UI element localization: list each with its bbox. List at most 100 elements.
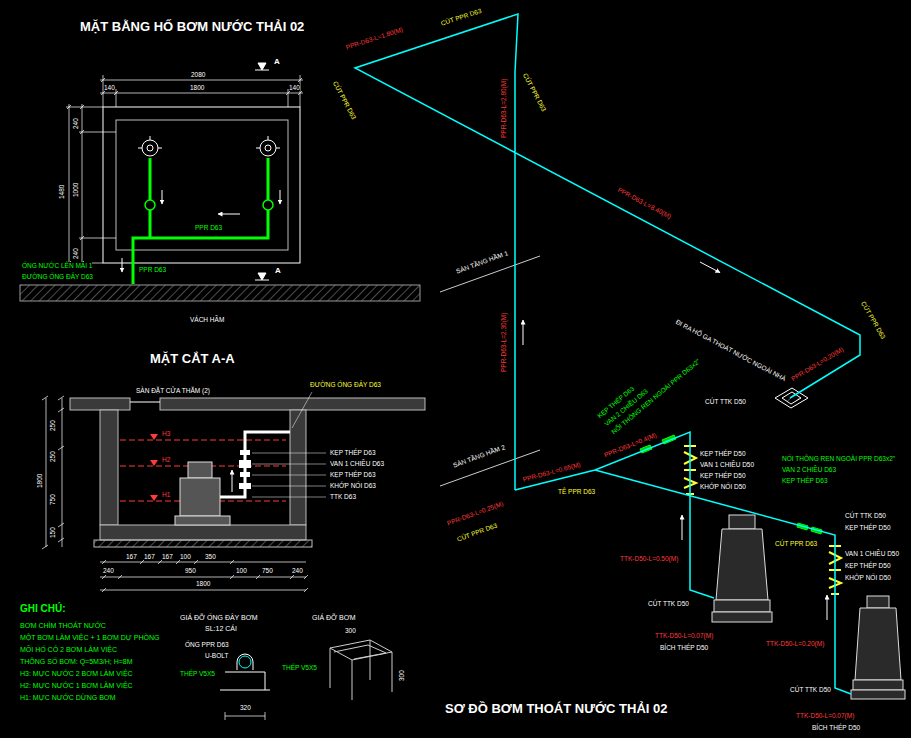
pipe-label: CÚT PPR D63 <box>456 522 498 543</box>
dimension-text: 1000 <box>72 183 79 197</box>
dimension-text: 250 <box>49 420 56 431</box>
pump-section <box>175 516 230 525</box>
flow-arrow <box>232 470 233 492</box>
flow-arrow <box>280 190 281 204</box>
pump-plan <box>147 145 153 151</box>
pipe-label: PPR D63 <box>195 224 222 231</box>
section-marker <box>255 273 269 280</box>
dimension-text: 150 <box>49 527 56 538</box>
pump-iso <box>851 690 905 699</box>
pipe-label: CÚT PPR D63 <box>860 300 887 340</box>
callout-text: KẸP THÉP D50 <box>700 450 746 457</box>
pit-section <box>100 410 118 525</box>
dimension-text: 350 <box>205 553 216 560</box>
dimension-text: 140 <box>104 84 115 91</box>
discharge-pipe-section <box>220 432 290 497</box>
pump-iso <box>853 680 903 690</box>
pipe-label: CÚT PPR D63 <box>775 540 817 547</box>
leader-line <box>252 392 326 497</box>
dimension-text: 750 <box>262 567 273 574</box>
flow-arrow <box>218 214 240 215</box>
callout-text: GIÁ ĐỠ ỐNG ĐẨY BƠM <box>180 614 258 622</box>
callout-text: ỐNG NƯỚC LÊN MÁI 1 <box>22 262 92 269</box>
callout-text: SL:12 CÁI <box>205 625 237 633</box>
floor-level <box>440 256 540 486</box>
callout-text: KHỚP NỐI D50 <box>845 574 891 581</box>
callout-text: KẸP THÉP D50 <box>845 562 891 569</box>
callout-text: VAN 2 CHIỀU D63 <box>782 466 836 473</box>
callout-text: CÚT TTK D50 <box>648 600 689 607</box>
level-mark: H3 <box>162 430 170 437</box>
flow-arrow <box>122 190 280 272</box>
pump-iso <box>712 515 772 622</box>
dimension-text: 320 <box>240 704 251 711</box>
callout-text: CÚT TTK D50 <box>845 512 886 519</box>
pump-plan <box>138 136 280 156</box>
drawing-title: SƠ ĐỒ BƠM THOÁT NƯỚC THẢI 02 <box>445 702 667 716</box>
pipe-label: PPR-D63-L=2.30(M) <box>500 313 507 372</box>
note-text: MỖI HỐ CÓ 2 BƠM LÀM VIỆC <box>20 646 117 654</box>
callout-text: KẸP THÉP D63 <box>330 449 376 456</box>
dimension-text: 1800 <box>196 580 210 587</box>
pump-iso <box>729 515 755 529</box>
pipe-label: TTK-D50-L=0.07(M) <box>655 632 713 639</box>
dimension-text: 140 <box>289 84 300 91</box>
check-valve-plan <box>145 200 273 210</box>
pump-stand <box>330 640 392 700</box>
pipe-run <box>515 432 714 598</box>
discharge-pipe-plan <box>133 158 268 284</box>
dimension-text: 100 <box>236 567 247 574</box>
note-text: H2: MỰC NƯỚC 1 BƠM LÀM VIỆC <box>20 682 133 690</box>
valve-section <box>240 450 250 455</box>
floor-drain <box>775 388 808 408</box>
pipe-label: PPR-D63-L=0.20(M) <box>790 345 845 382</box>
dimension-text: 1800 <box>36 474 43 488</box>
pump-iso <box>712 612 772 622</box>
level-mark: H1 <box>162 491 170 498</box>
pump-section <box>188 462 212 478</box>
level-mark: H2 <box>162 456 170 463</box>
note-text: BƠM CHÌM THOÁT NƯỚC <box>20 622 106 630</box>
dimension-text: 1480 <box>58 185 65 199</box>
pump-section <box>180 478 220 516</box>
flow-arrow <box>162 190 163 204</box>
callout-text: ĐƯỜNG ỐNG ĐẨY D63 <box>310 381 381 388</box>
pit-section <box>70 398 425 547</box>
pit-section <box>160 398 425 410</box>
callout-text: KHỚP NỐI D63 <box>330 482 376 489</box>
pump-section <box>175 462 230 525</box>
callout-text: KHỚP NỐI D50 <box>700 483 746 490</box>
dimension-text: 950 <box>185 567 196 574</box>
callout-text: TTK D63 <box>330 493 356 500</box>
callout-text: KẸP THÉP D63 <box>330 471 376 478</box>
dimension-lines <box>66 104 116 266</box>
level-symbol <box>150 434 158 501</box>
pit-section <box>100 525 306 540</box>
pipe-label: PPR-D63-L=8.40(M) <box>617 186 673 220</box>
leader-line <box>252 392 326 497</box>
pump-iso <box>714 600 770 612</box>
pump-iso <box>867 596 889 608</box>
note-text: H3: MỰC NƯỚC 2 BƠM LÀM VIỆC <box>20 670 133 678</box>
callout-text: VAN 1 CHIỀU D50 <box>845 550 899 557</box>
ground-band <box>20 285 420 301</box>
note-text: GHI CHÚ: <box>20 603 66 614</box>
section-marker: A <box>275 267 281 276</box>
callout-text: ĐƯỜNG ỐNG ĐẨY D63 <box>22 273 93 280</box>
pump-iso <box>851 596 905 699</box>
callout-text: VÁCH HẦM <box>190 316 224 323</box>
callout-text: U-BOLT <box>205 652 228 659</box>
callout-text: NỐI THÔNG REN NGOÀI PPR D63x2" <box>782 455 895 462</box>
pipe-label: PPR-D63-L=1.80(M) <box>345 26 404 51</box>
callout-text: KẸP THÉP D50 <box>700 472 746 479</box>
pump-iso <box>855 608 901 680</box>
dimension-text: 250 <box>49 451 56 462</box>
callout-text: GIÁ ĐỠ BƠM <box>312 614 356 622</box>
pit-section <box>94 540 312 547</box>
callout-text: SÀN ĐẶT CỬA THĂM (2) <box>136 387 210 394</box>
note-text: H1: MỰC NƯỚC DỪNG BƠM <box>20 694 116 702</box>
dimension-text: 240 <box>292 567 303 574</box>
dimension-text: 167 <box>144 553 155 560</box>
note-text: MỘT BƠM LÀM VIỆC + 1 BƠM DỰ PHÒNG <box>20 634 159 642</box>
